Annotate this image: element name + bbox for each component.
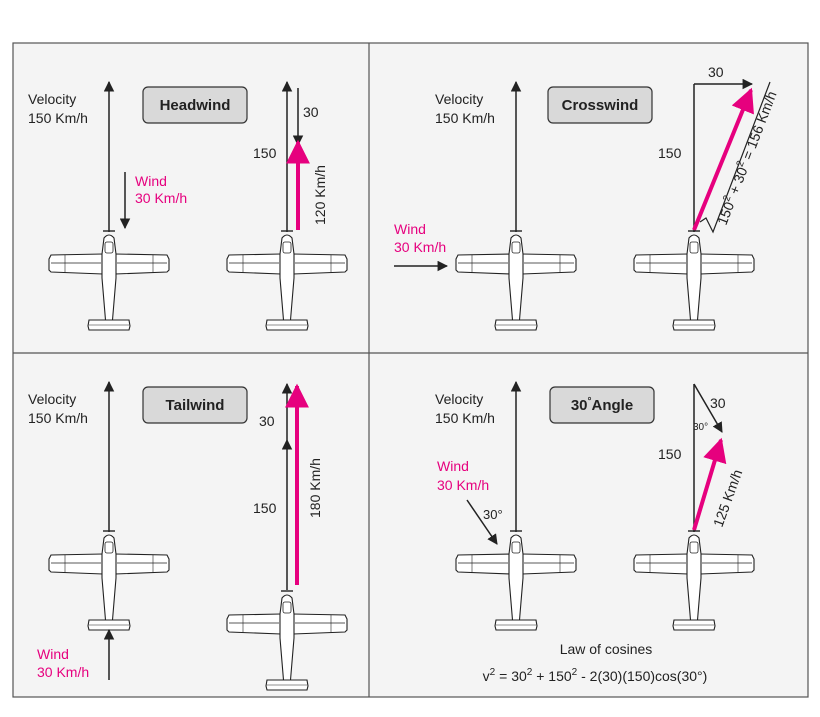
tailwind-wind-label: Wind: [37, 646, 69, 662]
angle-vec-30: 30: [710, 395, 726, 411]
law-of-cosines-formula: v2 = 302 + 1502 - 2(30)(150)cos(30°): [483, 667, 708, 684]
tailwind-vec-30: 30: [259, 413, 275, 429]
crosswind-title-box: [547, 86, 653, 124]
headwind-vec-30: 30: [303, 104, 319, 120]
angle-title-box: [549, 386, 655, 424]
diagram-frame: [12, 42, 809, 698]
headwind-wind-value: 30 Km/h: [135, 190, 187, 206]
crosswind-velocity-label: Velocity: [435, 91, 483, 107]
tailwind-velocity-label: Velocity: [28, 391, 76, 407]
crosswind-wind-label: Wind: [394, 221, 426, 237]
tailwind-wind-value: 30 Km/h: [37, 664, 89, 680]
headwind-panel: Headwind Velocity 150 Km/h Wind 30 Km/h …: [28, 80, 348, 331]
angle-wind-label: Wind: [437, 458, 469, 474]
angle-velocity-label: Velocity: [435, 391, 483, 407]
crosswind-radical: [699, 81, 771, 234]
headwind-velocity-value: 150 Km/h: [28, 110, 88, 126]
angle-result-vector: [692, 437, 727, 531]
headwind-title-box: [142, 86, 248, 124]
angle-wind-value: 30 Km/h: [437, 477, 489, 493]
headwind-vec-150: 150: [253, 145, 277, 161]
tailwind-velocity-value: 150 Km/h: [28, 410, 88, 426]
tailwind-vec-150: 150: [253, 500, 277, 516]
tailwind-title-box: [142, 386, 248, 424]
angle-velocity-value: 150 Km/h: [435, 410, 495, 426]
tailwind-result-label: 180 Km/h: [307, 458, 323, 518]
headwind-wind-label: Wind: [135, 173, 167, 189]
crosswind-result-vector: [692, 87, 754, 231]
crosswind-title: Crosswind: [562, 97, 639, 114]
crosswind-vec-150: 150: [658, 145, 682, 161]
tailwind-title: Tailwind: [166, 397, 225, 414]
law-of-cosines-title: Law of cosines: [560, 641, 653, 657]
crosswind-velocity-value: 150 Km/h: [435, 110, 495, 126]
headwind-velocity-label: Velocity: [28, 91, 76, 107]
crosswind-wind-value: 30 Km/h: [394, 239, 446, 255]
angle-wind-arrow: [466, 499, 498, 545]
angle-title: 30°Angle: [571, 396, 633, 414]
headwind-title: Headwind: [160, 97, 231, 114]
crosswind-vec-30: 30: [708, 64, 724, 80]
angle-wind-angle: 30°: [483, 507, 503, 522]
angle-wind-vector: [693, 383, 723, 433]
headwind-result-label: 120 Km/h: [312, 165, 328, 225]
angle-vec-150: 150: [658, 446, 682, 462]
angle-vec-angle: 30°: [693, 422, 708, 433]
tailwind-panel: Tailwind Velocity 150 Km/h Wind 30 Km/h …: [28, 380, 348, 691]
